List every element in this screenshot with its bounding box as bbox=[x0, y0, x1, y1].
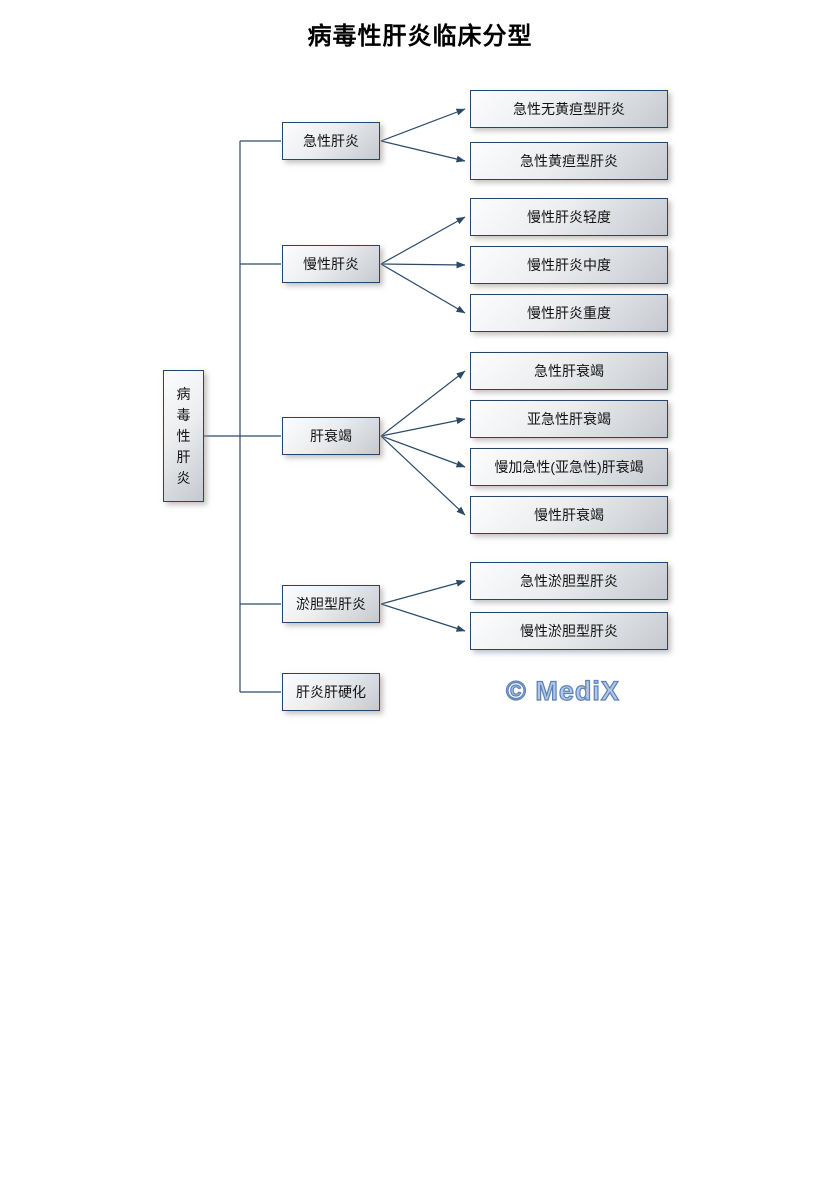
node-liver-failure: 肝衰竭 bbox=[282, 417, 380, 455]
node-cholestatic-hepatitis: 淤胆型肝炎 bbox=[282, 585, 380, 623]
arrow-acute-anicteric bbox=[380, 108, 466, 142]
node-chronic-hepatitis-moderate: 慢性肝炎中度 bbox=[470, 246, 668, 284]
node-acute-on-chronic-liver-failure: 慢加急性(亚急性)肝衰竭 bbox=[470, 448, 668, 486]
arrow-chronic-moderate bbox=[380, 261, 466, 269]
arrow-chronic-severe bbox=[380, 263, 466, 314]
arrow-acute-liver-failure bbox=[380, 370, 466, 437]
arrow-acute-cholestatic bbox=[380, 579, 466, 605]
node-chronic-hepatitis-severe: 慢性肝炎重度 bbox=[470, 294, 668, 332]
node-acute-liver-failure: 急性肝衰竭 bbox=[470, 352, 668, 390]
node-chronic-cholestatic-hepatitis: 慢性淤胆型肝炎 bbox=[470, 612, 668, 650]
node-root-viral-hepatitis: 病毒性肝炎 bbox=[163, 370, 204, 502]
node-acute-hepatitis: 急性肝炎 bbox=[282, 122, 380, 160]
node-acute-anicteric-hepatitis: 急性无黄疸型肝炎 bbox=[470, 90, 668, 128]
watermark-medix: © MediX bbox=[505, 675, 620, 706]
page-title: 病毒性肝炎临床分型 bbox=[307, 24, 533, 50]
arrow-chronic-mild bbox=[380, 216, 466, 265]
node-subacute-liver-failure: 亚急性肝衰竭 bbox=[470, 400, 668, 438]
arrow-subacute-liver-failure bbox=[380, 417, 466, 437]
node-chronic-hepatitis-mild: 慢性肝炎轻度 bbox=[470, 198, 668, 236]
node-acute-cholestatic-hepatitis: 急性淤胆型肝炎 bbox=[470, 562, 668, 600]
node-acute-icteric-hepatitis: 急性黄疸型肝炎 bbox=[470, 142, 668, 180]
root-label: 病毒性肝炎 bbox=[176, 385, 191, 486]
node-chronic-liver-failure: 慢性肝衰竭 bbox=[470, 496, 668, 534]
arrow-chronic-cholestatic bbox=[380, 603, 466, 632]
arrow-acute-icteric bbox=[380, 140, 466, 163]
arrow-chronic-liver-failure bbox=[380, 435, 466, 516]
arrow-acute-on-chronic-liver-failure bbox=[380, 435, 466, 468]
node-hepatitis-cirrhosis: 肝炎肝硬化 bbox=[282, 673, 380, 711]
node-chronic-hepatitis: 慢性肝炎 bbox=[282, 245, 380, 283]
